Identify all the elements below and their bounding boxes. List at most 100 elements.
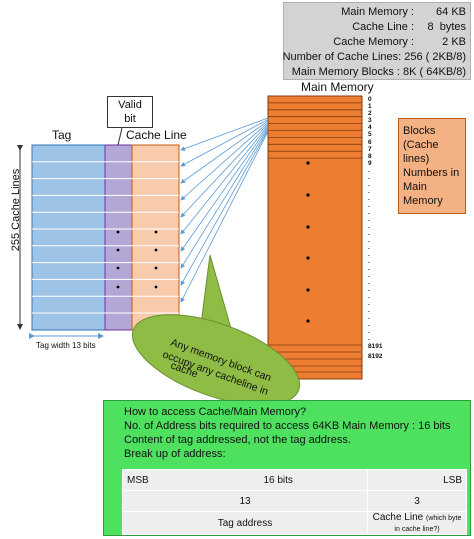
- ellipsis-dot: .: [368, 208, 370, 216]
- table-cell: MSB 16 bits: [122, 469, 368, 491]
- ellipsis-dot: .: [368, 278, 370, 286]
- cache-lines-side-label: 255 Cache Lines: [10, 168, 22, 252]
- valid-bit-pointer: [117, 127, 123, 146]
- cache-line-dot: [154, 248, 158, 252]
- main-memory: [267, 95, 363, 380]
- valid-bit-column: [104, 144, 133, 331]
- lsb-label: LSB: [443, 474, 462, 486]
- valid-dot: [116, 266, 120, 270]
- info-line: No. of Address bits required to access 6…: [124, 420, 451, 432]
- line-bits-cell: 3: [367, 490, 467, 512]
- ellipsis-dot: .: [368, 320, 370, 328]
- mapping-arrow: [180, 120, 269, 184]
- info-row-cache-lines-count: Number of Cache Lines: 256 ( 2KB/8): [283, 50, 466, 65]
- ellipsis-dot: .: [368, 334, 370, 342]
- ellipsis-dot: .: [368, 299, 370, 307]
- main-memory-label: Main Memory: [301, 80, 374, 94]
- cache-row-lines: [32, 161, 179, 314]
- ellipsis-dot: .: [368, 215, 370, 223]
- mapping-arrow: [180, 128, 269, 269]
- memory-dot: [306, 225, 310, 229]
- cache-table: [31, 144, 180, 331]
- main-memory-block: [267, 95, 363, 380]
- block-number: 2: [368, 110, 372, 118]
- block-number: 0: [368, 96, 372, 103]
- info-line: Content of tag addressed, not the tag ad…: [124, 434, 351, 446]
- ellipsis-dot: .: [368, 201, 370, 209]
- msb-label: MSB: [127, 474, 149, 486]
- mapping-arrow: [180, 117, 269, 151]
- callout-bubble: Any memory block can occupy any cachelin…: [131, 254, 301, 406]
- tag-label: Tag: [52, 128, 72, 142]
- ellipsis-dot: .: [368, 222, 370, 230]
- table-row: MSB 16 bits LSB: [122, 469, 467, 491]
- mapping-arrow: [180, 123, 269, 218]
- info-line: Break up of address:: [124, 448, 226, 460]
- info-label: Cache Line :: [352, 21, 414, 33]
- blocks-note-box: Blocks (Cache lines) Numbers in Main Mem…: [398, 118, 466, 214]
- block-number: 9: [368, 159, 372, 167]
- cache-line-column: [131, 144, 180, 331]
- memory-dot: [306, 193, 310, 197]
- memory-dot: [306, 288, 310, 292]
- cache-line-cell: Cache Line (which byte in cache line?): [367, 511, 467, 535]
- cache-line-label: Cache Line: [126, 128, 187, 142]
- main-memory-row-lines: [268, 102, 362, 373]
- info-label: Number of Cache Lines: 256 ( 2KB/8): [282, 51, 466, 63]
- block-number: 7: [368, 145, 372, 153]
- tag-address-cell: Tag address: [122, 511, 368, 535]
- block-number: 6: [368, 138, 372, 146]
- callout-ellipse: [131, 314, 301, 406]
- block-number: 8: [368, 152, 372, 160]
- ellipsis-dot: .: [368, 285, 370, 293]
- memory-spec-box: Main Memory : 64 KB Cache Line : 8 bytes…: [283, 2, 471, 80]
- mapping-arrow: [180, 119, 269, 167]
- info-label: Cache Memory :: [333, 36, 414, 48]
- ellipsis-dot: .: [368, 243, 370, 251]
- ellipsis-dot: .: [368, 180, 370, 188]
- block-number: 8191: [368, 342, 383, 350]
- ellipsis-dot: .: [368, 313, 370, 321]
- mapping-arrow: [180, 131, 269, 303]
- info-label: Main Memory :: [341, 6, 414, 18]
- ellipsis-dot: .: [368, 173, 370, 181]
- cache-line-note: (which byte in cache line?): [394, 515, 462, 533]
- info-row-cache-memory: Cache Memory : 2 KB: [288, 35, 466, 50]
- memory-dot: [306, 319, 310, 323]
- table-row: Tag address Cache Line (which byte in ca…: [122, 511, 467, 535]
- ellipsis-dot: .: [368, 306, 370, 314]
- info-value: 2 KB: [442, 36, 466, 48]
- main-memory-number-ellipsis: .........................: [368, 167, 382, 342]
- block-number: 3: [368, 117, 372, 125]
- block-number: 5: [368, 131, 372, 139]
- info-row-cache-line: Cache Line : 8 bytes: [288, 20, 466, 35]
- ellipsis-dot: .: [368, 327, 370, 335]
- ellipsis-dot: .: [368, 250, 370, 258]
- valid-dot: [116, 285, 120, 289]
- valid-dot: [116, 230, 120, 234]
- table-row: 13 3: [122, 490, 467, 512]
- ellipsis-dot: .: [368, 257, 370, 265]
- bits-label: 16 bits: [263, 474, 293, 486]
- cache-dots: [116, 230, 158, 289]
- tag-column: [31, 144, 106, 331]
- block-number: 1: [368, 103, 372, 111]
- valid-bit-box: Valid bit: [107, 96, 153, 128]
- mapping-arrow: [180, 129, 269, 286]
- mapping-arrow: [180, 126, 269, 252]
- ellipsis-dot: .: [368, 229, 370, 237]
- address-breakup-table: MSB 16 bits LSB 13 3 Tag address Cache L…: [122, 469, 467, 535]
- memory-dot: [306, 161, 310, 165]
- valid-bit-text-1: Valid: [118, 99, 142, 111]
- mapping-arrow: [180, 122, 269, 201]
- info-value: 64 KB: [436, 6, 466, 18]
- ellipsis-dot: .: [368, 187, 370, 195]
- info-row-memory-blocks: Main Memory Blocks : 8K ( 64KB/8): [288, 65, 466, 80]
- ellipsis-dot: .: [368, 271, 370, 279]
- tag-width-label: Tag width 13 bits: [36, 341, 96, 350]
- info-line: How to access Cache/Main Memory?: [124, 406, 307, 418]
- ellipsis-dot: .: [368, 236, 370, 244]
